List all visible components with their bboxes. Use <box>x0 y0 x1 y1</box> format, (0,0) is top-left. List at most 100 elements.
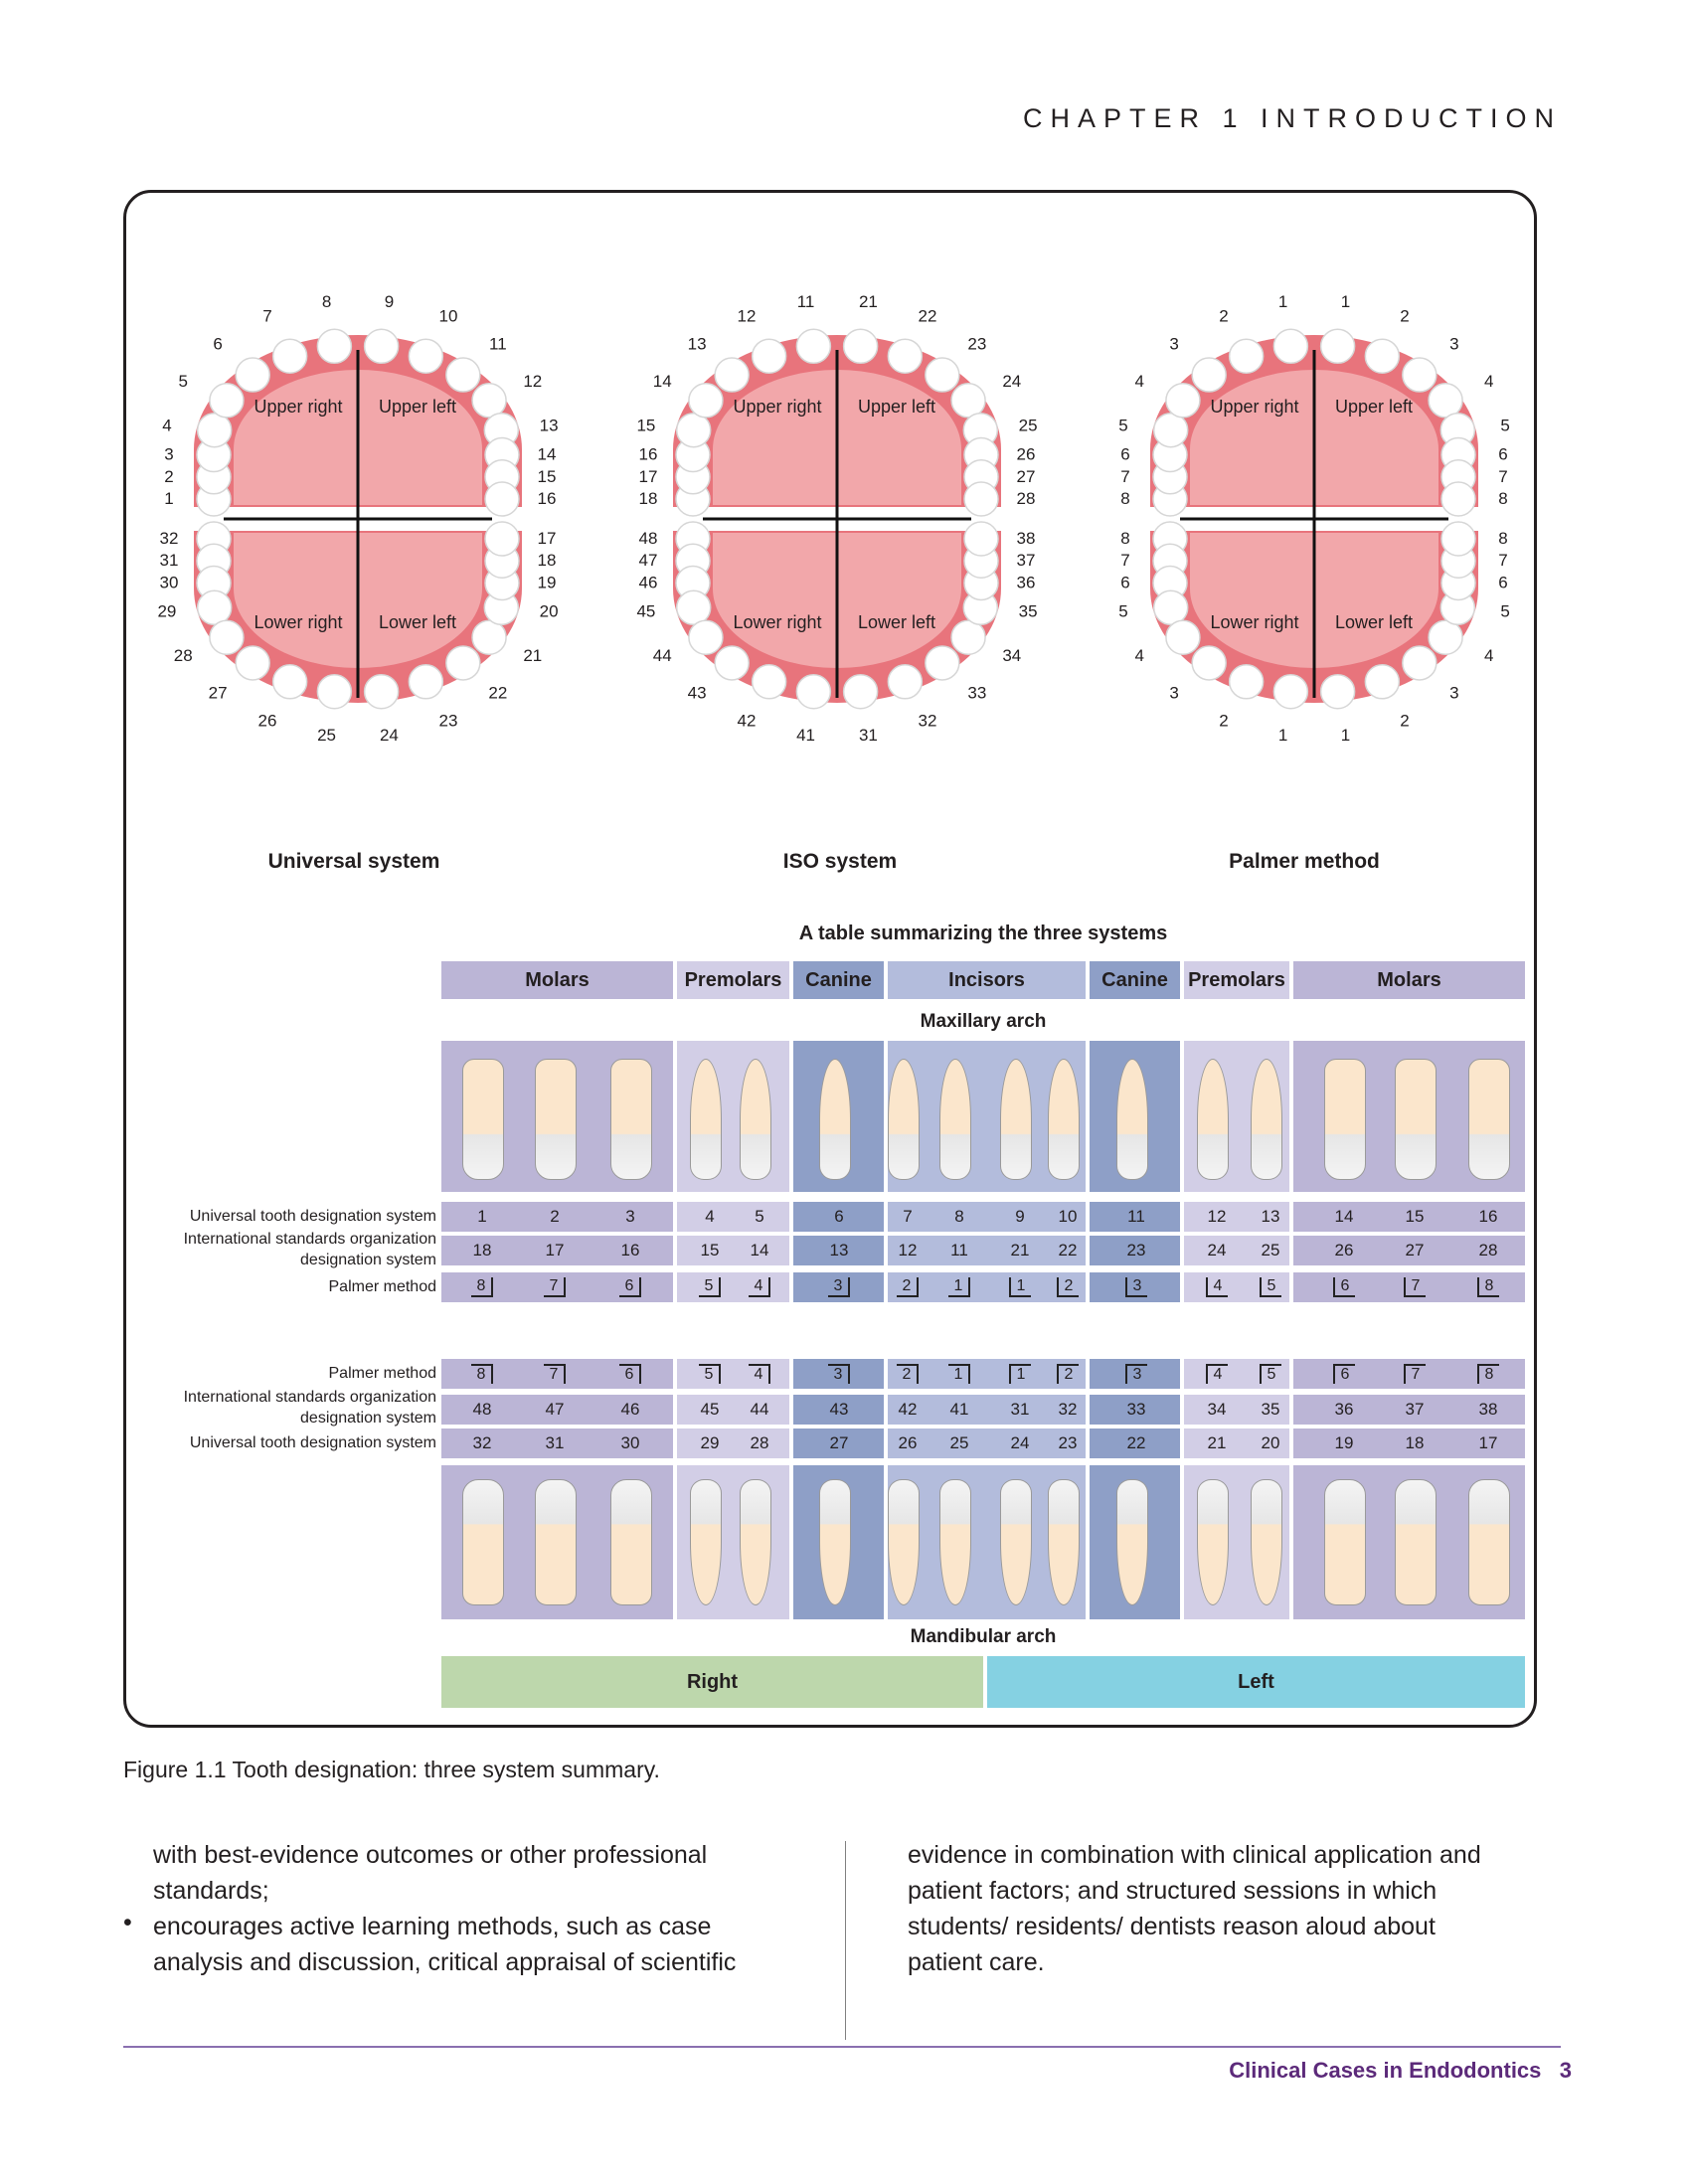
bullet-icon: • <box>123 1909 132 1936</box>
mand-palmer-cell: 7 <box>533 1359 577 1389</box>
tooth-number-label: 8 <box>1120 529 1129 548</box>
tooth-number-label: 4 <box>1484 372 1493 391</box>
mand-iso-cell: 33 <box>1126 1400 1146 1419</box>
tooth-number-label: 26 <box>1017 445 1036 464</box>
tooth-number-label: 3 <box>1169 684 1178 703</box>
palmer-symbol: 3 <box>827 1277 851 1297</box>
body-line: analysis and discussion, critical apprai… <box>153 1948 737 1976</box>
max-iso-row-bg <box>1293 1236 1525 1265</box>
max-iso-row-bg <box>677 1236 789 1265</box>
tooth <box>1319 328 1356 365</box>
tooth-number-label: 4 <box>1134 646 1143 665</box>
max-palmer-cell: 8 <box>460 1272 504 1302</box>
figure-caption: Figure 1.1 Tooth designation: three syst… <box>123 1757 660 1782</box>
tooth-number-label: 13 <box>688 334 707 353</box>
tooth <box>1272 673 1309 710</box>
group-header: Molars <box>1293 961 1525 999</box>
figure-frame <box>123 190 1537 1728</box>
tooth-illustration <box>1048 1479 1080 1605</box>
mand-palmer-cell: 6 <box>608 1359 652 1389</box>
max-universal-row-bg <box>793 1202 884 1232</box>
palmer-symbol: 1 <box>947 1364 971 1384</box>
body-line: standards; <box>153 1877 269 1905</box>
tooth <box>363 328 400 365</box>
tooth-number-label: 9 <box>385 292 394 311</box>
mand-iso-cell: 34 <box>1207 1400 1227 1419</box>
tooth <box>471 619 507 655</box>
max-palmer-cell: 8 <box>1466 1272 1510 1302</box>
max-palmer-cell: 7 <box>533 1272 577 1302</box>
max-palmer-row-bg <box>888 1272 1086 1302</box>
tooth-illustration <box>1468 1059 1510 1180</box>
mand-iso-cell: 42 <box>898 1400 918 1419</box>
footer: Clinical Cases in Endodontics 3 <box>1229 2058 1572 2084</box>
tooth <box>751 338 787 374</box>
palmer-symbol: 4 <box>748 1277 771 1297</box>
tooth <box>675 412 712 448</box>
tooth-number-label: 10 <box>439 307 458 326</box>
tooth-number-label: 11 <box>797 292 815 311</box>
mand-palmer-cell: 8 <box>460 1359 504 1389</box>
tooth-number-label: 14 <box>538 445 557 464</box>
tooth-number-label: 11 <box>489 334 507 353</box>
palmer-symbol: 5 <box>1259 1364 1282 1384</box>
max-universal-row-bg <box>888 1202 1086 1232</box>
tooth <box>925 357 960 393</box>
tooth <box>963 521 999 557</box>
mand-universal-cell: 27 <box>829 1433 849 1452</box>
mand-iso-cell: 48 <box>472 1400 492 1419</box>
tooth-number-label: 17 <box>639 467 658 486</box>
tooth-number-label: 22 <box>919 307 937 326</box>
mand-universal-cell: 32 <box>472 1433 492 1452</box>
max-palmer-cell: 4 <box>738 1272 781 1302</box>
mand-palmer-cell: 3 <box>1114 1359 1158 1389</box>
tooth-number-label: 7 <box>262 307 271 326</box>
mand-universal-row-bg <box>441 1428 673 1458</box>
tooth-number-label: 28 <box>1017 489 1036 508</box>
tooth-number-label: 21 <box>523 646 542 665</box>
tooth-illustration <box>888 1059 920 1180</box>
max-iso-cell: 27 <box>1405 1241 1425 1260</box>
max-palmer-cell: 2 <box>1046 1272 1090 1302</box>
tooth-number-label: 15 <box>636 416 655 434</box>
tooth-number-label: 26 <box>258 711 277 730</box>
tooth <box>1191 357 1227 393</box>
body-line: students/ residents/ dentists reason alo… <box>908 1913 1436 1940</box>
tooth-number-label: 25 <box>1019 416 1038 434</box>
tooth <box>963 481 999 517</box>
tooth-number-label: 22 <box>488 684 507 703</box>
tooth-number-label: 2 <box>1219 307 1228 326</box>
palmer-symbol: 6 <box>618 1277 642 1297</box>
tooth <box>1402 645 1437 681</box>
max-palmer-cell: 2 <box>886 1272 930 1302</box>
tooth <box>842 328 879 365</box>
max-iso-cell: 12 <box>898 1241 918 1260</box>
tooth-number-label: 5 <box>1500 602 1509 621</box>
tooth <box>1364 338 1401 374</box>
max-universal-cell: 12 <box>1207 1207 1227 1226</box>
palmer-symbol: 6 <box>1332 1364 1356 1384</box>
mand-iso-cell: 44 <box>750 1400 769 1419</box>
palmer-symbol: 1 <box>1008 1277 1032 1297</box>
tooth-number-label: 18 <box>538 551 557 570</box>
tooth-number-label: 3 <box>164 445 173 464</box>
max-iso-cell: 22 <box>1058 1241 1078 1260</box>
max-iso-row-bg <box>888 1236 1086 1265</box>
max-universal-cell: 2 <box>550 1207 560 1226</box>
tooth-number-label: 15 <box>538 467 557 486</box>
tooth-number-label: 5 <box>178 372 187 391</box>
max-universal-row-bg <box>441 1202 673 1232</box>
palmer-symbol: 5 <box>698 1364 722 1384</box>
tooth-number-label: 43 <box>688 684 707 703</box>
max-iso-cell: 26 <box>1334 1241 1354 1260</box>
max-universal-row-bg <box>1090 1202 1180 1232</box>
mand-iso-cell: 32 <box>1058 1400 1078 1419</box>
tooth-number-label: 5 <box>1118 602 1127 621</box>
tooth <box>408 664 444 700</box>
mand-universal-cell: 25 <box>949 1433 969 1452</box>
tooth-number-label: 7 <box>1498 467 1507 486</box>
quadrant-label-lower-left: Lower left <box>858 612 935 632</box>
footer-rule <box>123 2046 1561 2048</box>
tooth-number-label: 47 <box>639 551 658 570</box>
tooth-illustration <box>1324 1479 1366 1605</box>
